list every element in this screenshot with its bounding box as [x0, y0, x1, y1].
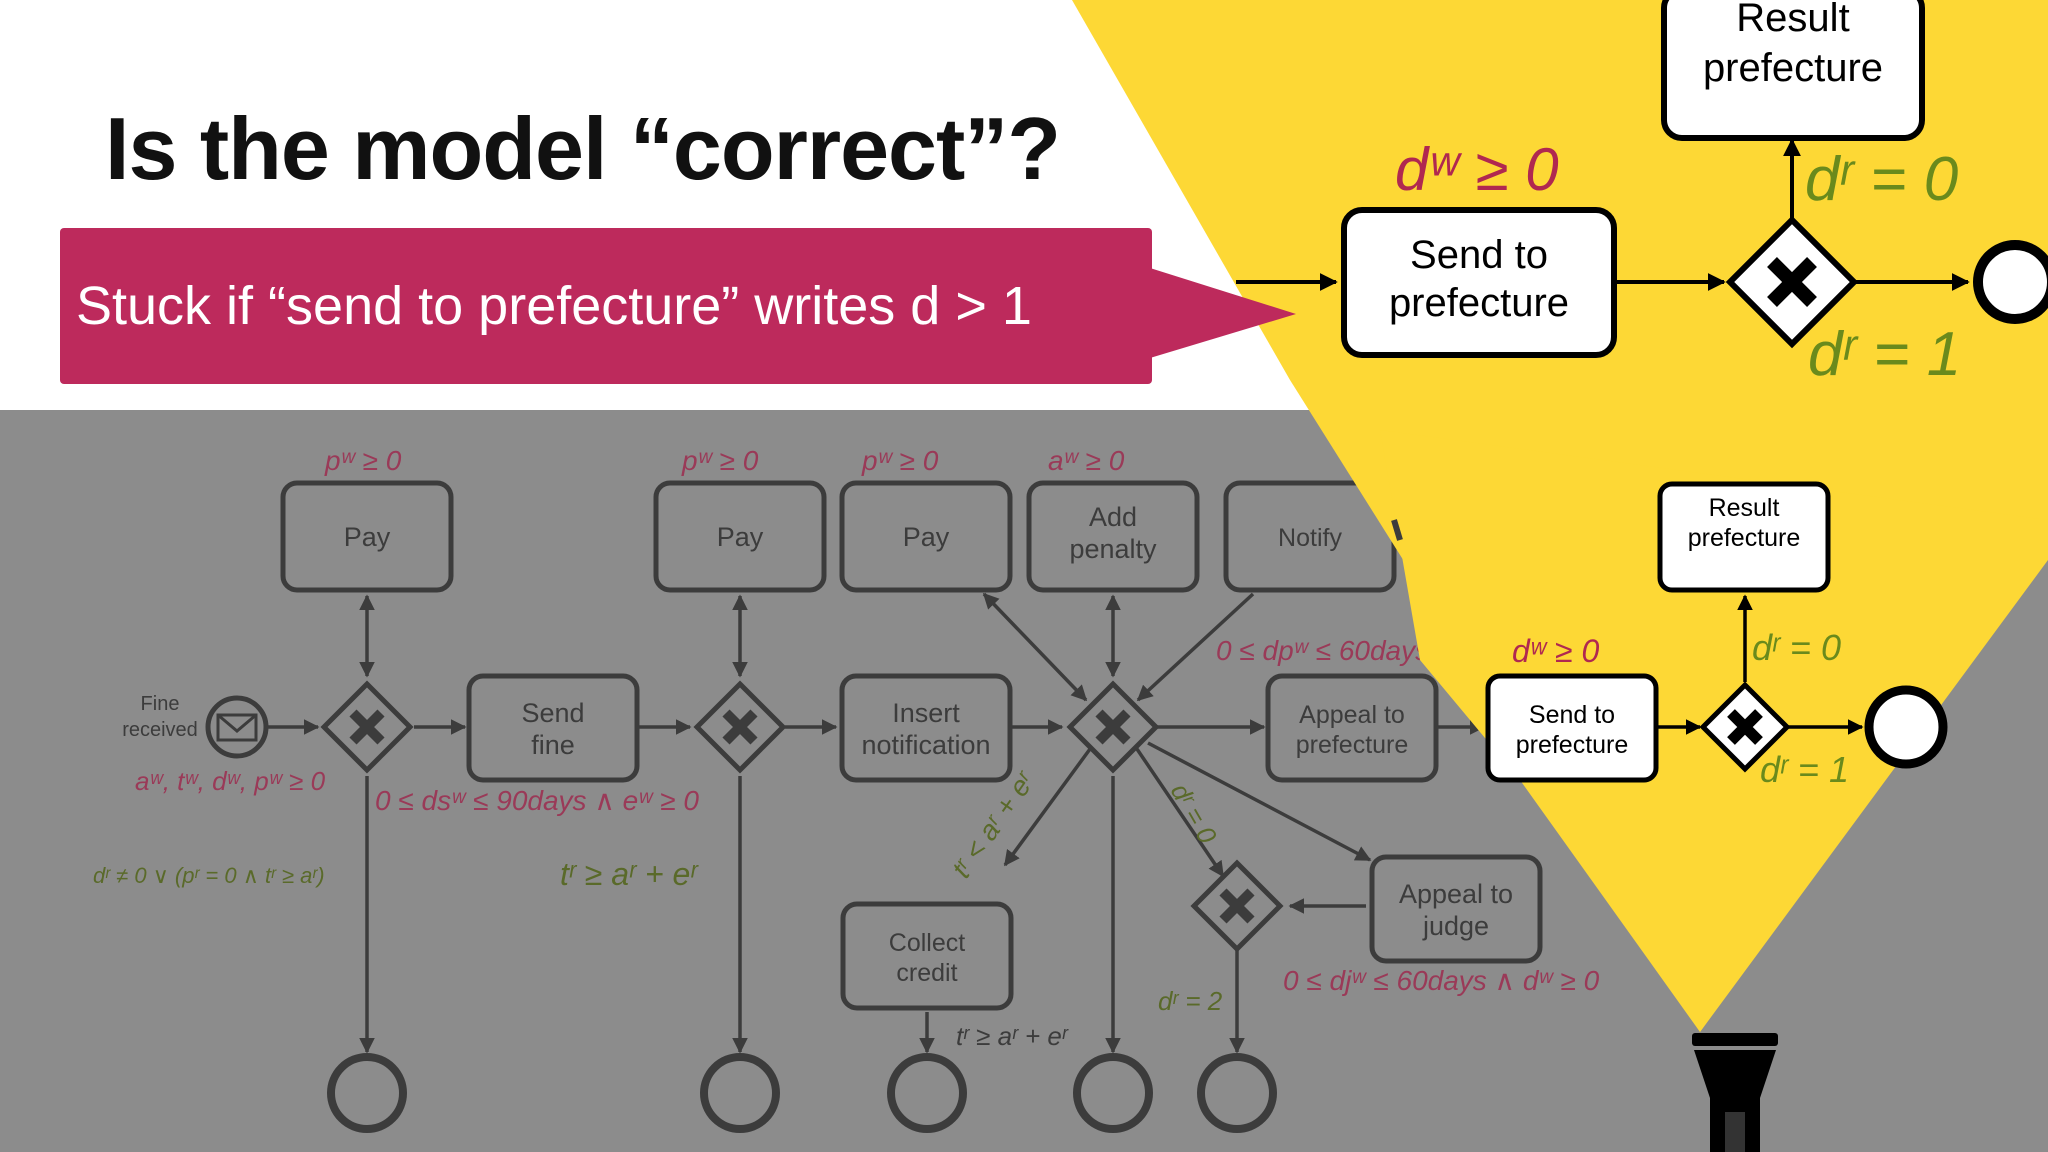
task-appeal-prefecture-line2: prefecture	[1296, 731, 1409, 759]
notify-edge	[1391, 519, 1403, 541]
guard-pay3-write: pʷ ≥ 0	[861, 445, 939, 476]
task-pay-2: Pay	[717, 522, 764, 552]
task-result-prefecture-big-line2: prefecture	[1703, 46, 1883, 90]
guard-big-d0: dʳ = 0	[1805, 145, 1958, 214]
guard-start-write: aʷ, tʷ, dʷ, pʷ ≥ 0	[135, 766, 326, 796]
guard-send-big-write: dʷ ≥ 0	[1395, 136, 1559, 203]
task-appeal-prefecture-line1: Appeal to	[1299, 701, 1405, 729]
task-send-prefecture-big-line2: prefecture	[1389, 281, 1569, 325]
callout-box: Stuck if “send to prefecture” writes d >…	[60, 228, 1152, 384]
task-pay-1: Pay	[344, 522, 391, 552]
guard-small-d0: dʳ = 0	[1752, 627, 1841, 668]
task-appeal-judge-line2: judge	[1422, 911, 1489, 941]
guard-pay2-write: pʷ ≥ 0	[681, 445, 759, 476]
start-event-label: Fine received	[122, 693, 198, 741]
guard-send-fine-write: 0 ≤ dsʷ ≤ 90days ∧ eʷ ≥ 0	[375, 785, 699, 816]
task-result-prefecture-small-line2: prefecture	[1688, 524, 1801, 552]
callout-text: Stuck if “send to prefecture” writes d >…	[76, 276, 1032, 336]
dimmed-diagram	[205, 480, 1543, 1133]
message-event-icon	[205, 695, 269, 759]
callout-pointer	[1150, 268, 1296, 358]
guard-notify-write: 0 ≤ dpʷ ≤ 60days	[1216, 635, 1429, 666]
end-event-icon	[327, 1053, 1277, 1133]
start-event-label-line1: Fine	[141, 693, 180, 715]
task-add-penalty-line2: penalty	[1069, 534, 1157, 564]
task-collect-credit-line1: Collect	[889, 929, 965, 957]
slide-title: Is the model “correct”?	[105, 99, 1061, 198]
task-appeal-judge-line1: Appeal to	[1399, 879, 1513, 909]
guard-start-condition: dʳ ≠ 0 ∨ (pʳ = 0 ∧ tʳ ≥ aʳ)	[93, 863, 325, 888]
task-insert-notification-line1: Insert	[892, 698, 960, 728]
task-boxes	[280, 480, 1543, 1011]
bright-big-detail	[1236, 0, 2048, 358]
guard-g2-condition: tʳ ≥ aʳ + eʳ	[560, 856, 699, 892]
flashlight-icon	[1692, 1033, 1778, 1152]
task-add-penalty-line1: Add	[1089, 502, 1137, 532]
task-result-prefecture-small-line1: Result	[1709, 494, 1780, 522]
start-event-label-line2: received	[122, 719, 198, 741]
guard-d2-condition: dʳ = 2	[1158, 986, 1223, 1016]
task-result-prefecture-big-line1: Result	[1736, 0, 1849, 40]
task-send-prefecture-big-line1: Send to	[1410, 233, 1548, 277]
task-send-fine-line2: fine	[531, 730, 575, 760]
guard-send-small-write: dʷ ≥ 0	[1512, 633, 1599, 669]
exclusive-gateway-icon	[320, 680, 1284, 953]
bright-small-detail	[1485, 481, 1948, 783]
task-result-prefecture-big: Result prefecture	[1703, 0, 1883, 90]
guard-big-d1: dʳ = 1	[1808, 320, 1961, 389]
task-notify: Notify	[1278, 524, 1342, 552]
task-send-prefecture-small-line2: prefecture	[1516, 731, 1629, 759]
guard-end3-condition: tʳ ≥ aʳ + eʳ	[956, 1021, 1069, 1051]
task-insert-notification-line2: notification	[861, 730, 990, 760]
guard-add-penalty-write: aʷ ≥ 0	[1048, 445, 1125, 476]
guard-pay1-write: pʷ ≥ 0	[324, 445, 402, 476]
task-pay-3: Pay	[903, 522, 950, 552]
task-send-prefecture-small-line1: Send to	[1529, 701, 1615, 729]
flashlight-switch	[1725, 1112, 1745, 1152]
guard-judge-write: 0 ≤ djʷ ≤ 60days ∧ dʷ ≥ 0	[1283, 965, 1600, 996]
task-send-fine-line1: Send	[521, 698, 584, 728]
guard-small-d1: dʳ = 1	[1760, 749, 1849, 790]
task-collect-credit-line2: credit	[896, 959, 957, 987]
